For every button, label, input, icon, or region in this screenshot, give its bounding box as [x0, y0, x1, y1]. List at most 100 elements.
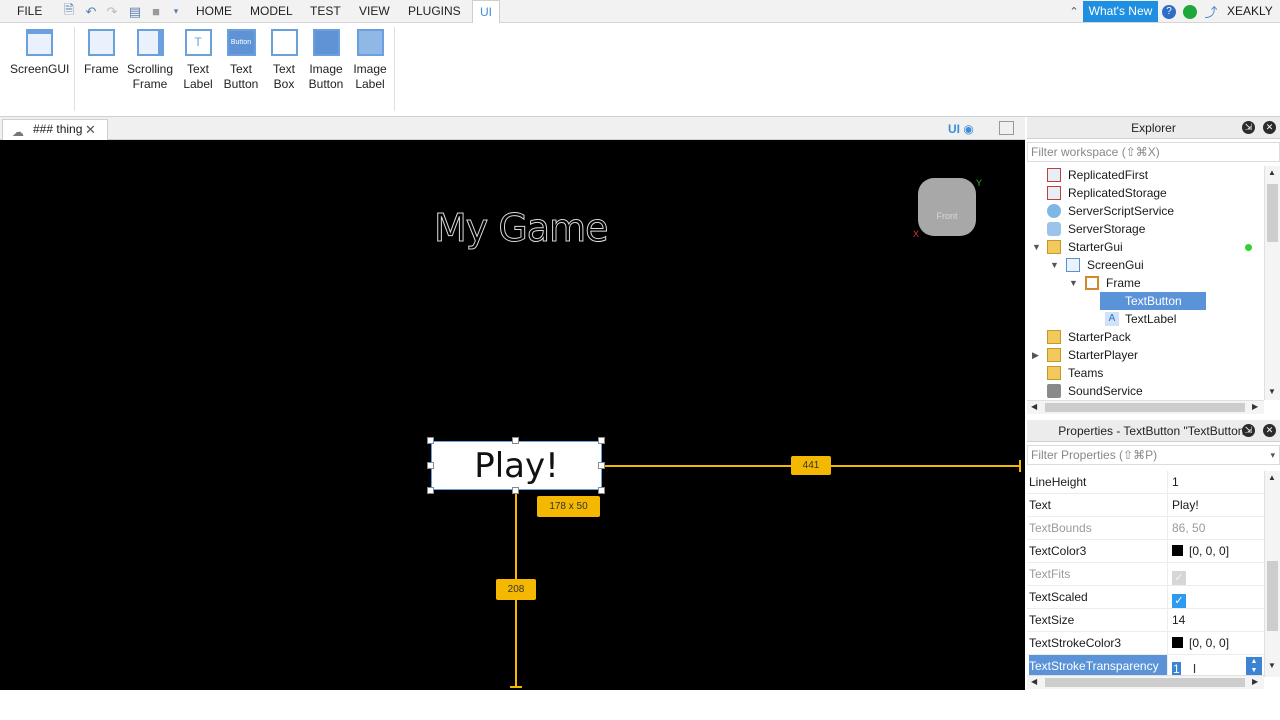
quick-access-dropdown-icon[interactable]: ▾ [173, 6, 179, 16]
document-tab[interactable]: ☁ ### thing ✕ [2, 119, 108, 140]
property-row-textcolor3[interactable]: TextColor3 [0, 0, 0] [1027, 540, 1264, 563]
expand-arrow-icon[interactable]: ▼ [1032, 242, 1041, 252]
tab-test[interactable]: TEST [310, 4, 341, 18]
scrolling-frame-button[interactable]: Scrolling Frame [125, 29, 175, 92]
view-cube[interactable]: Front [918, 178, 976, 236]
expand-arrow-icon[interactable]: ▼ [1050, 260, 1059, 270]
image-button-button[interactable]: Image Button [306, 29, 346, 92]
resize-handle[interactable] [598, 437, 605, 444]
undock-icon[interactable]: ⇲ [1242, 424, 1255, 437]
tree-item-frame[interactable]: ▼ Frame [1027, 274, 1264, 292]
number-spinner[interactable]: ▲▼ [1246, 657, 1262, 675]
tab-view[interactable]: VIEW [359, 4, 390, 18]
property-value[interactable]: 1 [1172, 475, 1179, 489]
tree-item-teams[interactable]: Teams [1027, 364, 1264, 382]
scroll-right-icon[interactable]: ▶ [1252, 402, 1259, 411]
collapse-ribbon-icon[interactable]: ⌃ [1069, 6, 1079, 18]
tree-item-startergui[interactable]: ▼ StarterGui [1027, 238, 1264, 256]
scrollbar-thumb[interactable] [1267, 561, 1278, 631]
color-swatch[interactable] [1172, 637, 1183, 648]
checkbox-checked[interactable]: ✓ [1172, 594, 1186, 608]
tree-item-serverstorage[interactable]: ServerStorage [1027, 220, 1264, 238]
status-icon[interactable] [1183, 5, 1197, 19]
close-tab-icon[interactable]: ✕ [85, 122, 96, 137]
tree-item-textlabel[interactable]: A TextLabel [1027, 310, 1264, 328]
screengui-button[interactable]: ScreenGUI [10, 29, 69, 77]
tree-item-soundservice[interactable]: SoundService [1027, 382, 1264, 400]
resize-handle[interactable] [512, 487, 519, 494]
resize-handle[interactable] [598, 487, 605, 494]
scroll-down-icon[interactable]: ▼ [1268, 387, 1276, 396]
menu-file[interactable]: FILE [17, 4, 43, 18]
collapse-arrow-icon[interactable]: ▶ [1032, 350, 1039, 360]
filter-dropdown-icon[interactable]: ▾ [1270, 450, 1275, 460]
username[interactable]: XEAKLY [1227, 4, 1273, 18]
tab-home[interactable]: HOME [196, 4, 232, 18]
property-value[interactable]: [0, 0, 0] [1172, 540, 1264, 562]
property-row-text[interactable]: Text Play! [1027, 494, 1264, 517]
text-button-button[interactable]: Button Text Button [221, 29, 261, 92]
tree-item-starterplayer[interactable]: ▶ StarterPlayer [1027, 346, 1264, 364]
tab-model[interactable]: MODEL [250, 4, 293, 18]
game-title-text[interactable]: My Game [433, 206, 608, 251]
property-row-textscaled[interactable]: TextScaled ✓ [1027, 586, 1264, 609]
resize-handle[interactable] [598, 462, 605, 469]
scrollbar-thumb[interactable] [1267, 184, 1278, 242]
resize-handle[interactable] [427, 437, 434, 444]
tab-plugins[interactable]: PLUGINS [408, 4, 461, 18]
properties-filter-input[interactable]: Filter Properties (⇧⌘P) ▾ [1027, 445, 1280, 465]
explorer-vertical-scrollbar[interactable]: ▲ ▼ [1264, 166, 1280, 400]
tree-item-textbutton[interactable]: TextButton [1027, 292, 1264, 310]
scroll-down-icon[interactable]: ▼ [1268, 661, 1276, 670]
explorer-filter-input[interactable]: Filter workspace (⇧⌘X) [1027, 142, 1280, 162]
property-row-textstrokecolor3[interactable]: TextStrokeColor3 [0, 0, 0] [1027, 632, 1264, 655]
scroll-up-icon[interactable]: ▲ [1268, 168, 1276, 177]
scrollbar-thumb[interactable] [1045, 403, 1245, 412]
property-value[interactable]: Play! [1172, 498, 1199, 512]
text-box-button[interactable]: Text Box [268, 29, 300, 92]
undock-icon[interactable]: ⇲ [1242, 121, 1255, 134]
stop-icon[interactable]: ■ [152, 4, 160, 19]
scroll-left-icon[interactable]: ◀ [1031, 402, 1038, 411]
layout-toggle-icon[interactable] [999, 121, 1014, 135]
property-value[interactable]: ✓ [1172, 586, 1264, 608]
expand-arrow-icon[interactable]: ▼ [1069, 278, 1078, 288]
scroll-left-icon[interactable]: ◀ [1031, 677, 1038, 686]
image-label-button[interactable]: Image Label [352, 29, 388, 92]
frame-button[interactable]: Frame [84, 29, 119, 77]
tree-item-replicatedstorage[interactable]: ReplicatedStorage [1027, 184, 1264, 202]
scroll-up-icon[interactable]: ▲ [1268, 473, 1276, 482]
scroll-right-icon[interactable]: ▶ [1252, 677, 1259, 686]
color-swatch[interactable] [1172, 545, 1183, 556]
property-value[interactable]: [0, 0, 0] [1172, 632, 1264, 654]
property-row-textsize[interactable]: TextSize 14 [1027, 609, 1264, 632]
explorer-horizontal-scrollbar[interactable]: ◀ ▶ [1027, 400, 1264, 414]
play-text-button[interactable]: Play! [431, 441, 602, 490]
tab-ui[interactable]: UI [472, 0, 500, 24]
text-label-button[interactable]: T Text Label [182, 29, 214, 92]
help-icon[interactable]: ? [1162, 5, 1176, 19]
save-place-icon[interactable]: ▤ [128, 3, 142, 19]
tree-item-replicatedfirst[interactable]: ReplicatedFirst [1027, 166, 1264, 184]
whats-new-button[interactable]: What's New [1083, 1, 1158, 22]
resize-handle[interactable] [427, 487, 434, 494]
resize-handle[interactable] [427, 462, 434, 469]
tree-item-serverscriptservice[interactable]: ServerScriptService [1027, 202, 1264, 220]
properties-vertical-scrollbar[interactable]: ▲ ▼ [1264, 471, 1280, 677]
tree-item-starterpack[interactable]: StarterPack [1027, 328, 1264, 346]
tree-item-screengui[interactable]: ▼ ScreenGui [1027, 256, 1264, 274]
property-row-lineheight[interactable]: LineHeight 1 [1027, 471, 1264, 494]
ui-visibility-toggle[interactable]: UI ◉ [948, 119, 974, 139]
scrollbar-thumb[interactable] [1045, 678, 1245, 687]
undo-icon[interactable]: ↶ [85, 3, 97, 19]
game-viewport[interactable]: My Game Front Y X 441 208 Play! 178 x 50 [0, 140, 1025, 690]
share-icon[interactable]: ⤴ [1204, 5, 1218, 20]
property-value[interactable]: 14 [1172, 613, 1186, 627]
resize-handle[interactable] [512, 437, 519, 444]
new-file-icon[interactable]: 🗎 [63, 1, 75, 17]
redo-icon[interactable]: ↷ [106, 3, 118, 19]
close-panel-icon[interactable]: ✕ [1263, 121, 1276, 134]
